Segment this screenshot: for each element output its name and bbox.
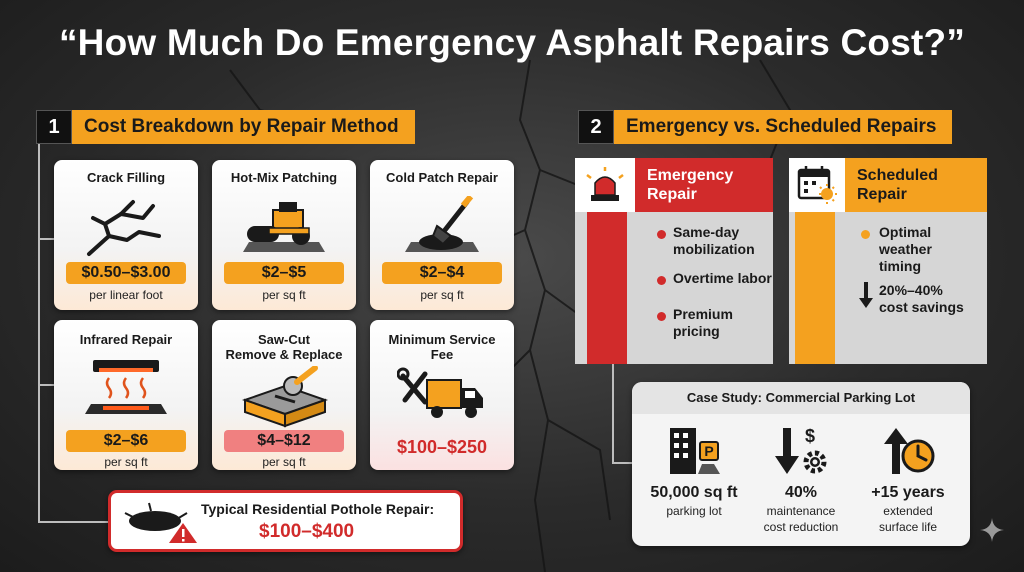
comparison-panel: Emergency Repair Same-day mobilization O… bbox=[575, 158, 987, 364]
stat-desc: extended bbox=[883, 504, 933, 518]
bullet-line: 20%–40% bbox=[879, 282, 943, 298]
stat-desc: surface life bbox=[878, 520, 938, 534]
bullet-line: pricing bbox=[673, 323, 720, 339]
bullet-line: cost savings bbox=[879, 299, 964, 315]
down-arrow-icon bbox=[859, 282, 873, 308]
section-2-number: 2 bbox=[578, 110, 614, 144]
card-price: $100–$250 bbox=[396, 436, 488, 457]
card-title: Infrared Repair bbox=[79, 332, 173, 347]
stat-value: +15 years bbox=[871, 484, 945, 501]
pothole-warning-icon bbox=[124, 502, 197, 543]
connector-vertical bbox=[612, 364, 614, 464]
clock-up-icon bbox=[884, 428, 935, 474]
emergency-bullet-2: Overtime labor bbox=[673, 270, 772, 286]
service-truck-icon bbox=[397, 367, 483, 418]
tree-line-row1 bbox=[38, 238, 54, 240]
stat-value: 40% bbox=[784, 484, 818, 501]
scheduled-bullet-2: 20%–40% cost savings bbox=[879, 282, 964, 316]
bullet-line: weather bbox=[879, 241, 932, 257]
pothole-callout: Typical Residential Pothole Repair: $100… bbox=[108, 490, 463, 552]
card-crack-filling: Crack Filling $0.50–$3.00 per linear foo… bbox=[54, 160, 198, 310]
card-saw-cut: Saw-Cut Remove & Replace $4–$12 per sq f… bbox=[212, 320, 356, 470]
emergency-title-line1: Emergency bbox=[647, 167, 734, 184]
shovel-icon bbox=[405, 196, 479, 252]
card-hot-mix-patching: Hot-Mix Patching $2–$5 per sq ft bbox=[212, 160, 356, 310]
siren-icon bbox=[575, 158, 635, 212]
case-study-heading: Case Study: Commercial Parking Lot bbox=[632, 382, 970, 414]
emergency-header: Emergency Repair bbox=[575, 158, 773, 212]
infrared-heater-icon bbox=[85, 360, 167, 414]
bullet-dot bbox=[861, 230, 870, 239]
card-unit: per sq ft bbox=[420, 288, 464, 302]
bullet-line: timing bbox=[879, 258, 921, 274]
card-price: $0.50–$3.00 bbox=[66, 262, 186, 284]
calendar-sun-icon bbox=[789, 158, 845, 212]
section-1-number: 1 bbox=[36, 110, 72, 144]
card-title: Cold Patch Repair bbox=[386, 170, 498, 185]
section-2-header: 2 Emergency vs. Scheduled Repairs bbox=[578, 110, 953, 144]
bullet-line: Same-day bbox=[673, 224, 740, 240]
svg-text:$: $ bbox=[805, 426, 815, 446]
case-study-panel: Case Study: Commercial Parking Lot P 50,… bbox=[632, 382, 970, 546]
parking-building-icon: P bbox=[670, 428, 720, 474]
card-title-line2: Fee bbox=[430, 347, 454, 362]
scheduled-title-line1: Scheduled bbox=[857, 167, 938, 184]
card-unit: per sq ft bbox=[262, 288, 306, 302]
bullet-dot bbox=[657, 230, 666, 239]
stat-lot-size: P 50,000 sq ft parking lot bbox=[638, 424, 750, 518]
scheduled-column: Scheduled Repair Optimal weather timing … bbox=[789, 158, 987, 364]
stat-desc: cost reduction bbox=[763, 520, 839, 534]
pothole-label: Typical Residential Pothole Repair: bbox=[201, 501, 435, 517]
scheduled-header: Scheduled Repair bbox=[789, 158, 987, 212]
tree-line-row2 bbox=[38, 384, 54, 386]
section-2-heading: Emergency vs. Scheduled Repairs bbox=[614, 110, 953, 144]
bullet-dot bbox=[657, 312, 666, 321]
emergency-bullet-1: Same-day mobilization bbox=[673, 224, 755, 258]
card-minimum-service-fee: Minimum Service Fee $100–$250 bbox=[370, 320, 514, 470]
tree-line-pothole bbox=[38, 521, 108, 523]
card-price: $2–$5 bbox=[224, 262, 344, 284]
page-title: “How Much Do Emergency Asphalt Repairs C… bbox=[58, 22, 966, 63]
card-unit: per linear foot bbox=[89, 288, 163, 302]
card-price: $2–$4 bbox=[382, 262, 502, 284]
stat-value: 50,000 sq ft bbox=[650, 484, 738, 501]
card-cold-patch-repair: Cold Patch Repair $2–$4 per sq ft bbox=[370, 160, 514, 310]
bullet-line: mobilization bbox=[673, 241, 755, 257]
scheduled-title-line2: Repair bbox=[857, 186, 907, 203]
card-title-line1: Minimum Service bbox=[388, 332, 496, 347]
crack-icon bbox=[87, 200, 161, 256]
pothole-price: $100–$400 bbox=[259, 521, 355, 542]
card-unit: per sq ft bbox=[262, 455, 306, 469]
scheduled-bullet-1: Optimal weather timing bbox=[879, 224, 932, 275]
sparkle-icon bbox=[980, 518, 1004, 542]
card-price: $2–$6 bbox=[66, 430, 186, 452]
svg-text:P: P bbox=[704, 443, 713, 459]
section-1-header: 1 Cost Breakdown by Repair Method bbox=[36, 110, 415, 144]
saw-cut-icon bbox=[241, 366, 329, 428]
connector-horizontal bbox=[612, 462, 632, 464]
card-title: Hot-Mix Patching bbox=[230, 170, 338, 185]
bullet-line: Premium bbox=[673, 306, 733, 322]
emergency-column: Emergency Repair Same-day mobilization O… bbox=[575, 158, 773, 364]
card-infrared-repair: Infrared Repair $2–$6 per sq ft bbox=[54, 320, 198, 470]
stat-surface-life: +15 years extended surface life bbox=[852, 424, 964, 534]
stat-desc: parking lot bbox=[666, 504, 722, 518]
section-1-heading: Cost Breakdown by Repair Method bbox=[72, 110, 415, 144]
road-roller-icon bbox=[243, 202, 325, 252]
tree-line-vertical bbox=[38, 144, 40, 522]
card-title-line2: Remove & Replace bbox=[225, 347, 343, 362]
bullet-dot bbox=[657, 276, 666, 285]
stat-cost-reduction: $ 40% maintenance cost reduction bbox=[745, 424, 857, 534]
card-title-line1: Saw-Cut bbox=[258, 332, 310, 347]
card-title: Crack Filling bbox=[86, 170, 166, 185]
cost-down-gear-icon: $ bbox=[775, 426, 827, 474]
stat-desc: maintenance bbox=[766, 504, 836, 518]
emergency-title-line2: Repair bbox=[647, 186, 697, 203]
card-price: $4–$12 bbox=[224, 430, 344, 452]
card-unit: per sq ft bbox=[104, 455, 148, 469]
emergency-bullet-3: Premium pricing bbox=[673, 306, 733, 340]
bullet-line: Optimal bbox=[879, 224, 932, 240]
